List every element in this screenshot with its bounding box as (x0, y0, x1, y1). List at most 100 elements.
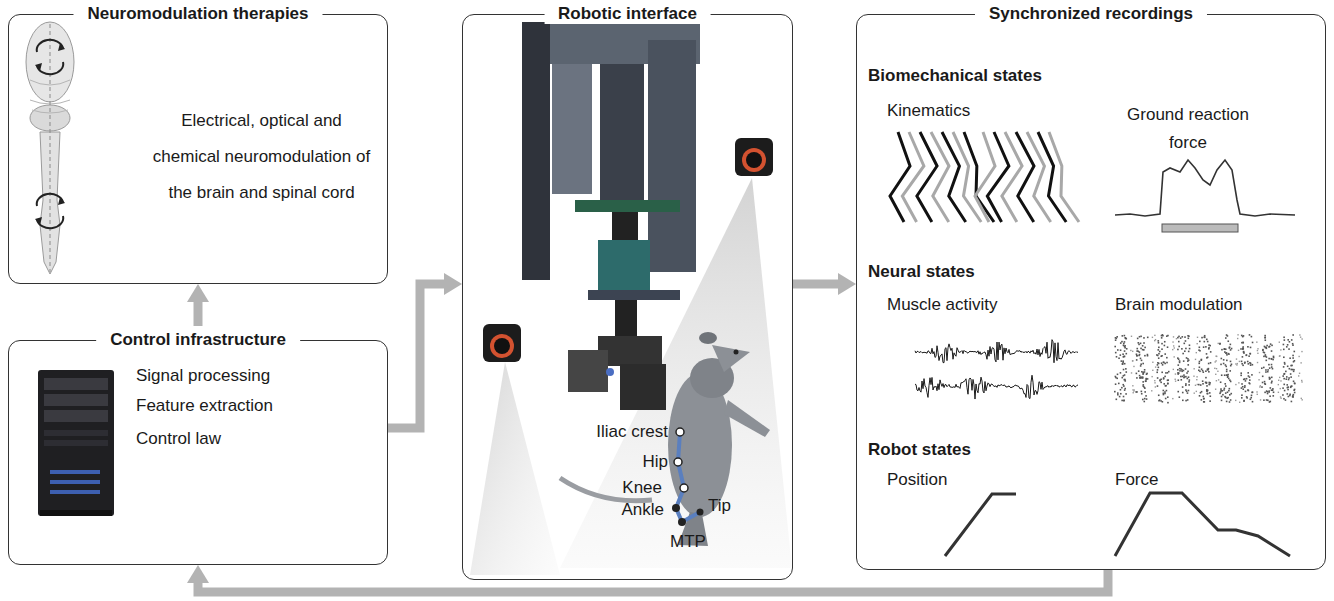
raster-plot (1241, 397, 1243, 399)
raster-plot (1272, 395, 1274, 397)
raster-plot (1224, 396, 1226, 398)
raster-plot (1270, 358, 1272, 360)
raster-plot (1136, 391, 1138, 393)
raster-plot (1220, 388, 1222, 390)
raster-plot (1300, 362, 1301, 363)
raster-plot (1265, 347, 1267, 349)
raster-plot (1229, 347, 1231, 349)
computer-tower (50, 490, 100, 494)
raster-plot (1227, 397, 1229, 399)
raster-plot (1243, 379, 1245, 381)
raster-plot (1172, 398, 1173, 399)
rat-model (699, 332, 717, 344)
raster-plot (1224, 374, 1226, 376)
raster-plot (1242, 348, 1244, 350)
raster-plot (1239, 361, 1240, 362)
raster-plot (1123, 385, 1125, 387)
raster-plot (1268, 358, 1270, 360)
raster-plot (1165, 398, 1167, 400)
leg-markers (676, 428, 684, 436)
raster-plot (1182, 386, 1184, 388)
raster-plot (1167, 396, 1169, 398)
raster-plot (1157, 364, 1159, 366)
raster-plot (1167, 372, 1169, 374)
raster-plot (1266, 390, 1268, 392)
raster-plot (1229, 394, 1231, 396)
raster-plot (1227, 340, 1229, 342)
raster-plot (1167, 383, 1169, 385)
raster-plot (1117, 349, 1119, 351)
raster-plot (1203, 346, 1205, 348)
raster-plot (1123, 369, 1125, 371)
raster-plot (1267, 399, 1269, 401)
raster-plot (1284, 373, 1286, 375)
panel-text: Signal processing (136, 366, 270, 386)
camera-view (470, 178, 792, 575)
raster-plot (1252, 401, 1254, 403)
raster-plot (1204, 337, 1206, 339)
raster-plot (1266, 348, 1268, 350)
panel-heading: Control infrastructure (96, 330, 300, 350)
raster-plot (1124, 335, 1126, 337)
robot-arm (522, 22, 550, 280)
raster-plot (1158, 394, 1160, 396)
raster-plot (1265, 369, 1267, 371)
raster-plot (1221, 396, 1223, 398)
raster-plot (1196, 376, 1197, 377)
raster-plot (1207, 356, 1209, 358)
raster-plot (1202, 396, 1204, 398)
raster-plot (1223, 363, 1225, 365)
raster-plot (1278, 392, 1279, 393)
raster-plot (1199, 361, 1201, 363)
raster-plot (1144, 398, 1146, 400)
raster-plot (1243, 352, 1245, 354)
raster-plot (1140, 377, 1142, 379)
raster-plot (1229, 401, 1231, 403)
raster-plot (1265, 383, 1267, 385)
raster-plot (1163, 361, 1165, 363)
raster-plot (1237, 338, 1238, 339)
raster-plot (1201, 399, 1203, 401)
raster-plot (1249, 334, 1251, 336)
raster-plot (1291, 365, 1293, 367)
kinematics-plot (917, 132, 937, 222)
raster-plot (1155, 366, 1156, 367)
raster-plot (1243, 400, 1245, 402)
raster-plot (1245, 391, 1247, 393)
raster-plot (1177, 373, 1179, 375)
raster-plot (1244, 362, 1246, 364)
raster-plot (1160, 355, 1162, 357)
robot-trace (945, 493, 1290, 556)
panel-text: Control law (136, 429, 221, 449)
raster-plot (1280, 349, 1281, 350)
raster-plot (1203, 336, 1205, 338)
raster-plot (1285, 399, 1287, 401)
raster-plot (1138, 344, 1140, 346)
raster-plot (1136, 355, 1138, 357)
raster-plot (1243, 351, 1245, 353)
raster-plot (1290, 373, 1292, 375)
raster-plot (1209, 384, 1211, 386)
raster-plot (1250, 364, 1252, 366)
raster-plot (1115, 352, 1117, 354)
raster-plot (1208, 382, 1210, 384)
raster-plot (1267, 391, 1269, 393)
raster-plot (1279, 355, 1280, 356)
raster-plot (1145, 380, 1147, 382)
leg-markers (674, 458, 682, 466)
raster-plot (1187, 364, 1189, 366)
flow-arrow (198, 570, 1108, 592)
raster-plot (1226, 397, 1228, 399)
raster-plot (1198, 384, 1200, 386)
raster-plot (1289, 394, 1291, 396)
raster-plot (1122, 363, 1124, 365)
raster-plot (1120, 342, 1122, 344)
rat-model (734, 350, 739, 355)
raster-plot (1247, 361, 1249, 363)
raster-plot (1173, 369, 1174, 370)
raster-plot (1280, 398, 1281, 399)
raster-plot (1132, 351, 1133, 352)
raster-plot (1224, 348, 1226, 350)
raster-plot (1199, 350, 1201, 352)
raster-plot (1247, 346, 1249, 348)
